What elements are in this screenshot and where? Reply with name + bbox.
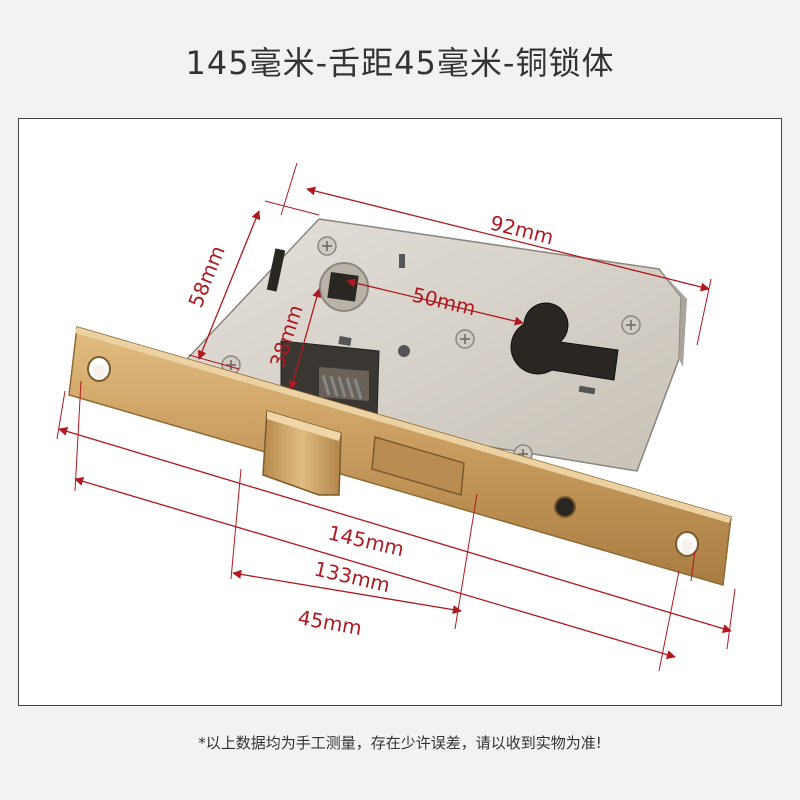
dim-45mm: 45mm [296, 605, 364, 640]
measurement-footnote: *以上数据均为手工测量，存在少许误差，请以收到实物为准! [198, 734, 602, 752]
dim-145mm: 145mm [326, 520, 407, 561]
lock-diagram: 92mm 58mm 50mm 38mm 145mm 133mm 45mm [56, 162, 736, 672]
dimension-lines [58, 186, 732, 660]
dim-133mm: 133mm [312, 556, 393, 597]
diagram-frame: 92mm 58mm 50mm 38mm 145mm 133mm 45mm [18, 118, 782, 706]
dim-92mm: 92mm [488, 211, 556, 250]
page-title: 145毫米-舌距45毫米-铜锁体 [185, 44, 615, 82]
